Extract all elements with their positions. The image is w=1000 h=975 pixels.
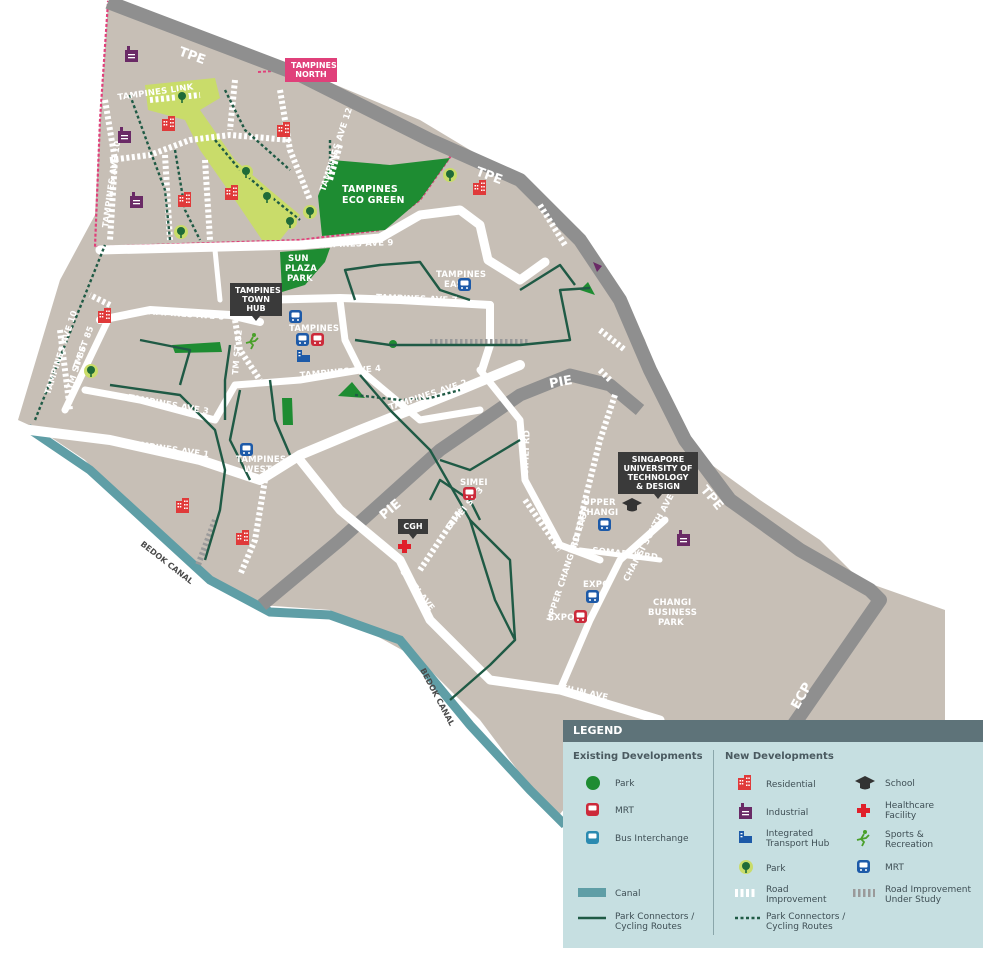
place-label: SIMEI [460, 478, 488, 488]
place-label: TAMPINES [436, 270, 486, 280]
road-label: TAMPINES AVE 7 [376, 293, 458, 306]
sports-icon [245, 333, 259, 350]
tampines-eco-green [318, 158, 450, 236]
legend-canal: Canal [615, 889, 641, 899]
place-label: EAST [444, 280, 469, 290]
tampines-town-hub-callout: TAMPINES TOWN HUB [230, 283, 282, 321]
park-connectors [109, 260, 591, 701]
residential-legend-icon [738, 775, 751, 790]
legend-existing-title: Existing Developments [573, 751, 703, 762]
place-label: TAMPINES [342, 184, 398, 195]
legend-divider [713, 750, 714, 935]
road-label: TM ST 82 [231, 329, 245, 375]
school-icon [622, 498, 642, 512]
legend-new-title: New Developments [725, 751, 834, 762]
road-improvement-under-study [195, 339, 530, 567]
legend-bus-interchange: Bus Interchange [615, 834, 689, 844]
mrt-legend-icon [586, 803, 599, 816]
bus-interchange-legend-icon [586, 831, 599, 844]
legend-new-park: Park [766, 864, 786, 874]
legend-sports: Sports & Recreation [885, 830, 934, 850]
bus-icon [240, 443, 253, 456]
tree-icon [260, 190, 274, 204]
road-improvement [57, 79, 627, 577]
legend-park: Park [615, 779, 635, 789]
legend-park-connectors: Park Connectors / Cycling Routes [615, 912, 695, 932]
place-label: PLAZA [285, 264, 317, 274]
road-label: SIMEI RD [521, 430, 533, 475]
tree-icon [239, 165, 253, 179]
road-label-pie: PIE [548, 373, 574, 392]
tree-icon [84, 364, 98, 378]
legend-integrated-hub: Integrated Transport Hub [766, 829, 830, 849]
place-label: TAMPINES [289, 324, 339, 334]
canal-legend-icon [578, 888, 606, 897]
sun-plaza-park [280, 248, 330, 292]
place-label: PARK [287, 274, 313, 284]
park-patch-1 [172, 342, 222, 353]
mrt-icon [463, 487, 476, 500]
bus-icon [296, 333, 309, 346]
healthcare-legend-icon [857, 804, 870, 817]
place-label: SUN [288, 254, 309, 264]
new-park-legend-icon [739, 860, 753, 874]
legend-road-improvement: Road Improvement [766, 885, 827, 905]
bus-icon [598, 518, 611, 531]
industrial-legend-icon [739, 803, 752, 819]
road-improvement-legend-icon [735, 889, 757, 897]
place-label: CHANGI [653, 598, 691, 608]
place-label: ECO GREEN [342, 195, 405, 206]
healthcare-icon [398, 540, 411, 553]
tampines-north-tag: TAMPINES NORTH [285, 58, 337, 82]
tree-icon [303, 205, 317, 219]
park-legend-icon [586, 776, 600, 790]
new-mrt-legend-icon [857, 860, 870, 873]
tree-icon [175, 90, 189, 104]
bus-icon [289, 310, 302, 323]
place-label: BUSINESS [648, 608, 697, 618]
road-study-legend-icon [853, 889, 875, 897]
bedok-canal [25, 424, 569, 829]
cgh-callout: CGH [398, 519, 428, 539]
place-label: PARK [658, 618, 684, 628]
tree-icon [443, 168, 457, 182]
park-patch-2 [282, 398, 293, 425]
legend-industrial: Industrial [766, 808, 809, 818]
legend-residential: Residential [766, 780, 816, 790]
legend-panel: LEGEND Existing Developments New Develop… [563, 720, 983, 948]
industrial-marker [593, 262, 602, 272]
legend-new-park-connectors: Park Connectors / Cycling Routes [766, 912, 846, 932]
sports-legend-icon [856, 830, 870, 847]
bus-icon [458, 278, 471, 291]
legend-healthcare: Healthcare Facility [885, 801, 935, 821]
legend-road-improvement-study: Road Improvement Under Study [885, 885, 971, 905]
park-connectors-new [33, 89, 461, 421]
park-connector-legend-icon [578, 916, 606, 920]
mrt-icon [574, 610, 587, 623]
bus-icon [586, 590, 599, 603]
park-patch-3 [338, 382, 365, 398]
tree-icon [283, 215, 297, 229]
mrt-icon [311, 333, 324, 346]
place-label: TAMPINES [236, 455, 286, 465]
place-label: UPPER [583, 498, 616, 508]
place-label: WEST [244, 465, 272, 475]
pie-expressway [257, 368, 645, 610]
school-legend-icon [855, 776, 875, 790]
legend-mrt: MRT [615, 806, 634, 816]
integrated-hub-legend-icon [739, 831, 752, 843]
legend-new-mrt: MRT [885, 863, 904, 873]
legend-title: LEGEND [563, 720, 983, 742]
tampines-north-border [93, 0, 457, 249]
place-label: EXPO [583, 580, 610, 590]
tree-icon [174, 225, 188, 239]
tpe-expressway [105, 0, 887, 734]
place-label: CHANGI [580, 508, 618, 518]
road-label: TAMPINES AVE 9 [312, 238, 394, 251]
sutd-callout: SINGAPORE UNIVERSITY OF TECHNOLOGY & DES… [618, 452, 698, 499]
legend-school: School [885, 779, 915, 789]
new-park-connector-legend-icon [735, 916, 761, 920]
place-label: EXPO [548, 613, 575, 623]
